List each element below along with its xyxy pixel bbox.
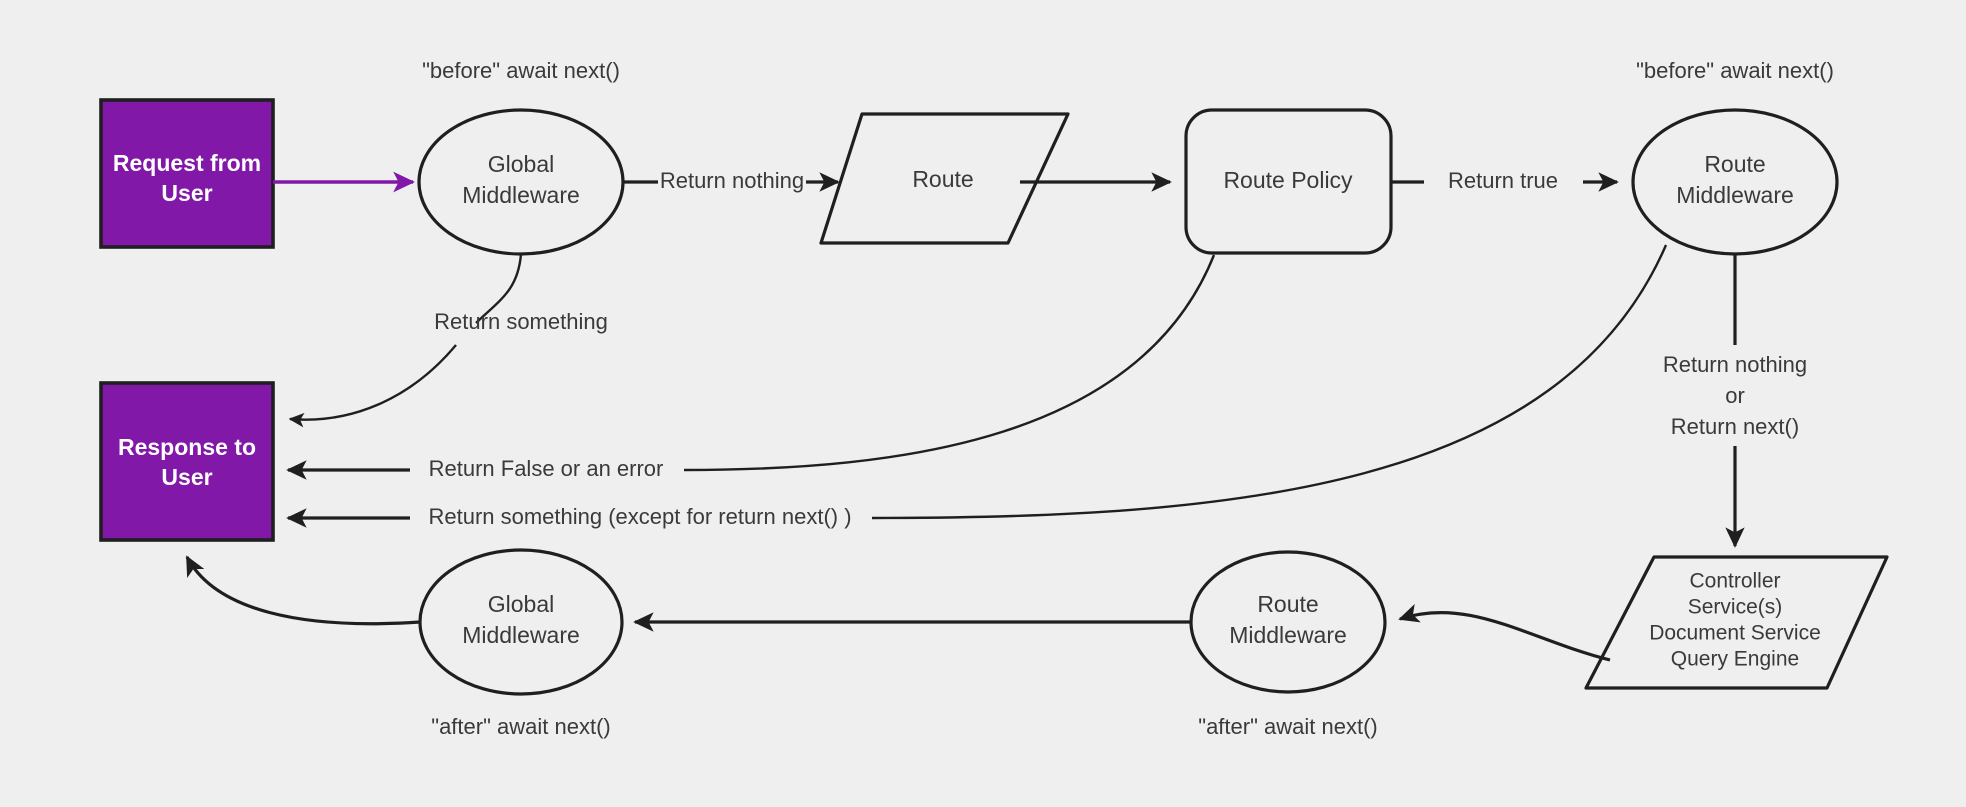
response-to-user-label-line2: User [161,464,212,490]
annotation-before-await-next-left: "before" await next() [422,58,620,83]
route-middleware-top-label-line1: Route [1704,151,1765,177]
edge-controller-to-route-middleware-bottom [1398,603,1611,662]
route-middleware-bottom-ellipse[interactable] [1189,550,1387,694]
controller-stack-line-0: Controller [1689,570,1780,593]
node-route-middleware-top[interactable]: Route Middleware [1631,108,1839,256]
node-response-to-user[interactable]: Response to User [99,381,275,542]
global-middleware-bottom-label-line1: Global [488,591,554,617]
response-to-user-label-line1: Response to [118,434,256,460]
controller-stack-line-1: Service(s) [1688,596,1783,619]
request-from-user-label-line2: User [161,180,212,206]
node-request-from-user[interactable]: Request from User [99,98,275,249]
node-controller-stack[interactable]: Controller Service(s) Document Service Q… [1584,555,1889,690]
global-middleware-top-label-line1: Global [488,151,554,177]
edge-label-return-something-except: Return something (except for return next… [428,504,851,529]
response-to-user-box[interactable] [99,381,275,542]
edge-global-middleware-return-something-upper [475,253,523,324]
edge-label-return-nothing-or-next-line2: or [1725,383,1745,408]
edge-global-middleware-bottom-to-response [185,555,421,626]
global-middleware-top-label-line2: Middleware [462,182,580,208]
annotation-after-await-next-left: "after" await next() [431,714,610,739]
edge-global-middleware-return-something-lower [288,344,457,428]
controller-stack-line-2: Document Service [1649,622,1821,645]
node-route[interactable]: Route [819,112,1070,245]
controller-stack-parallelogram[interactable] [1584,555,1889,690]
edge-route-policy-to-response-curve [683,254,1216,472]
route-middleware-bottom-label-line2: Middleware [1229,622,1347,648]
route-label: Route [912,166,973,192]
route-middleware-top-label-line2: Middleware [1676,182,1794,208]
edge-label-return-nothing-or-next-line1: Return nothing [1663,352,1807,377]
node-global-middleware-bottom[interactable]: Global Middleware [418,548,624,696]
global-middleware-bottom-label-line2: Middleware [462,622,580,648]
node-route-policy[interactable]: Route Policy [1184,108,1393,255]
request-from-user-box[interactable] [99,98,275,249]
edge-label-return-true: Return true [1448,168,1558,193]
request-from-user-label-line1: Request from [113,150,261,176]
edge-label-return-nothing-or-next-line3: Return next() [1671,414,1799,439]
controller-stack-line-3: Query Engine [1671,648,1799,671]
route-middleware-bottom-label-line1: Route [1257,591,1318,617]
route-policy-label: Route Policy [1223,167,1353,193]
node-route-middleware-bottom[interactable]: Route Middleware [1189,550,1387,694]
edge-route-middleware-to-response-curve [871,244,1668,520]
route-parallelogram[interactable] [819,112,1070,245]
edge-label-return-false-or-error: Return False or an error [429,456,664,481]
node-global-middleware-top[interactable]: Global Middleware [417,108,625,256]
edge-label-return-nothing: Return nothing [660,168,804,193]
annotation-after-await-next-right: "after" await next() [1198,714,1377,739]
edge-label-return-something: Return something [434,309,608,334]
annotation-before-await-next-right: "before" await next() [1636,58,1834,83]
